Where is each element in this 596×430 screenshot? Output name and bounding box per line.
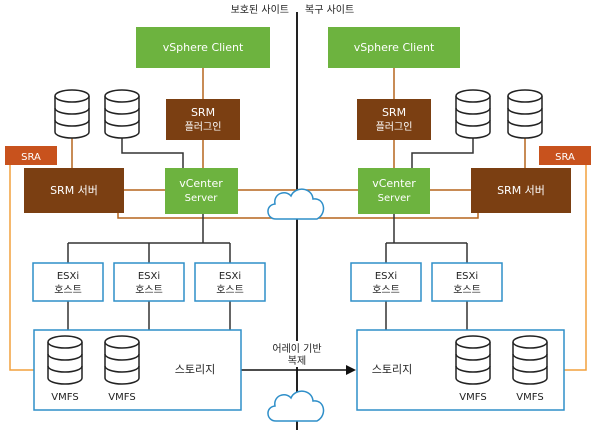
database-icon — [47, 335, 83, 385]
svg-text:vCenter: vCenter — [372, 177, 416, 190]
esxi-host: ESXi 호스트 — [194, 262, 266, 302]
srm-server-protected: SRM 서버 — [24, 168, 124, 213]
replication-label: 복제 — [288, 355, 306, 367]
esxi-host: ESXi 호스트 — [431, 262, 503, 302]
esxi-host: ESXi 호스트 — [113, 262, 185, 302]
svg-text:ESXi: ESXi — [456, 271, 478, 282]
svg-text:SRM 서버: SRM 서버 — [497, 184, 545, 197]
esxi-host: ESXi 호스트 — [32, 262, 104, 302]
svg-text:플러그인: 플러그인 — [185, 121, 222, 133]
replication-label-bg — [262, 341, 332, 367]
svg-text:vCenter: vCenter — [179, 177, 223, 190]
sra-connector — [564, 165, 587, 371]
svg-text:ESXi: ESXi — [219, 271, 241, 282]
svg-text:ESXi: ESXi — [57, 271, 79, 282]
srm-server-recovery: SRM 서버 — [471, 168, 571, 213]
vmfs-label: VMFS — [459, 392, 486, 403]
cloud-icon — [267, 188, 325, 220]
svg-text:vSphere Client: vSphere Client — [354, 41, 435, 54]
sra-connector — [9, 165, 34, 371]
srm-plugin-protected: SRM 플러그인 — [166, 99, 240, 140]
protected-site-label: 보호된 사이트 — [231, 4, 289, 16]
svg-text:vSphere Client: vSphere Client — [163, 41, 244, 54]
svg-text:Server: Server — [185, 193, 219, 204]
database-icon — [507, 89, 543, 139]
svg-text:SRM 서버: SRM 서버 — [50, 184, 98, 197]
database-icon — [455, 335, 491, 385]
svg-text:SRM: SRM — [382, 106, 406, 119]
vcenter-server-protected: vCenter Server — [165, 168, 238, 214]
vmfs-label: VMFS — [516, 392, 543, 403]
svg-text:플러그인: 플러그인 — [376, 121, 413, 133]
svg-text:SRA: SRA — [555, 152, 575, 163]
database-icon — [104, 335, 140, 385]
svg-text:호스트: 호스트 — [54, 284, 82, 296]
svg-text:SRA: SRA — [21, 152, 41, 163]
database-icon — [512, 335, 548, 385]
vmfs-label: VMFS — [51, 392, 78, 403]
replication-label: 어레이 기반 — [272, 343, 321, 355]
recovery-site-label: 복구 사이트 — [305, 4, 354, 16]
connector — [121, 138, 184, 168]
database-icon — [455, 89, 491, 139]
srm-plugin-recovery: SRM 플러그인 — [357, 99, 431, 140]
svg-text:호스트: 호스트 — [453, 284, 481, 296]
svg-text:호스트: 호스트 — [216, 284, 244, 296]
svg-text:호스트: 호스트 — [135, 284, 163, 296]
vsphere-client-recovery: vSphere Client — [328, 27, 460, 68]
connector — [411, 138, 474, 168]
esxi-host: ESXi 호스트 — [350, 262, 422, 302]
svg-text:Server: Server — [378, 193, 412, 204]
svg-text:SRM: SRM — [191, 106, 215, 119]
svg-text:호스트: 호스트 — [372, 284, 400, 296]
cloud-icon — [267, 390, 325, 422]
vcenter-server-recovery: vCenter Server — [358, 168, 430, 214]
svg-text:스토리지: 스토리지 — [175, 363, 215, 376]
database-icon — [54, 89, 90, 139]
svg-text:ESXi: ESXi — [138, 271, 160, 282]
sra-recovery: SRA — [539, 146, 591, 165]
svg-text:스토리지: 스토리지 — [372, 363, 412, 376]
vmfs-label: VMFS — [108, 392, 135, 403]
database-icon — [104, 89, 140, 139]
svg-text:ESXi: ESXi — [375, 271, 397, 282]
vsphere-client-protected: vSphere Client — [136, 27, 270, 68]
arrow-head-icon — [346, 365, 356, 375]
sra-protected: SRA — [5, 146, 57, 165]
